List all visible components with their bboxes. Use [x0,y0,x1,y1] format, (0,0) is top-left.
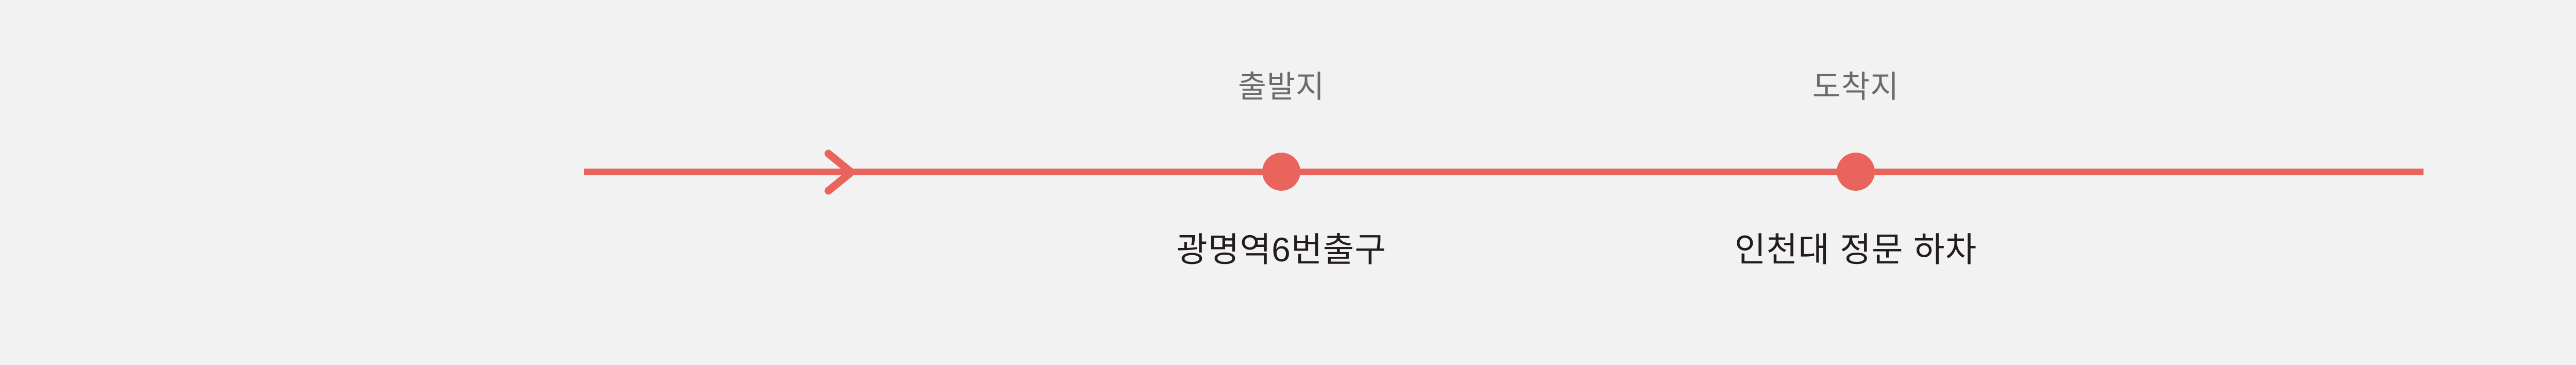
departure-label: 출발지 [1238,70,1325,104]
route-line [584,169,2424,175]
arrival-label: 도착지 [1812,70,1900,104]
arrow-right-icon [824,150,855,195]
departure-stop-dot [1262,153,1300,191]
arrival-stop-dot [1837,153,1875,191]
departure-stop-name: 광명역6번출구 [1176,230,1387,269]
arrival-stop-name: 인천대 정문 하차 [1734,230,1977,269]
